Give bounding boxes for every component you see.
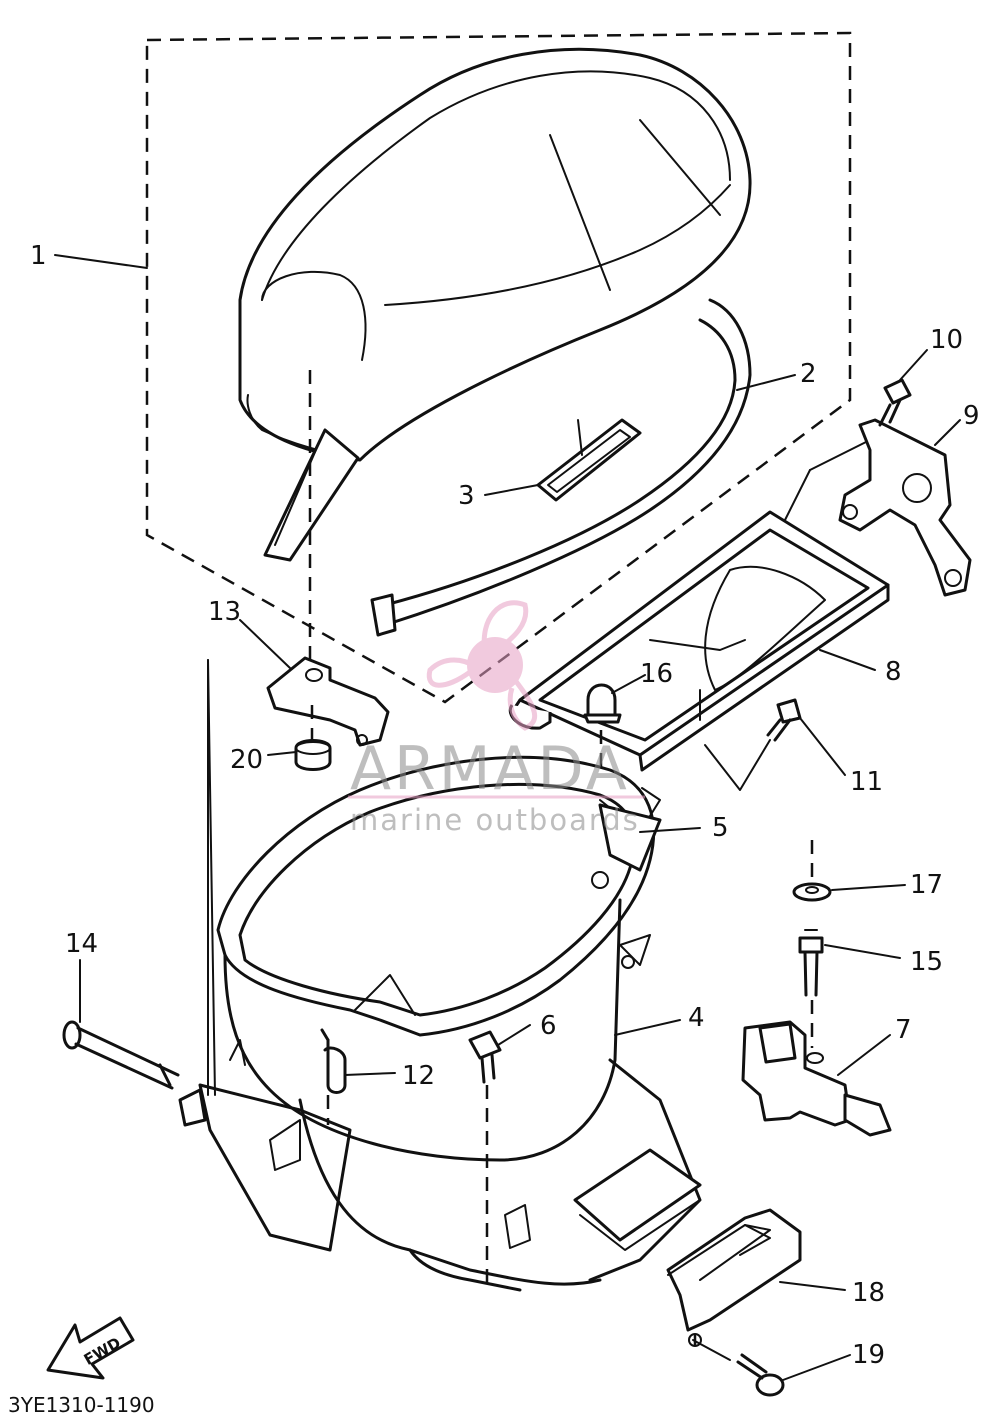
- leader-2: [736, 374, 796, 391]
- diagram-code: 3YE1310-1190: [8, 1393, 155, 1417]
- leader-17: [831, 884, 906, 891]
- grommet: [294, 739, 332, 771]
- leader-20: [267, 751, 297, 756]
- leader-16: [611, 674, 646, 694]
- watermark-logo-blade-right: [507, 678, 538, 731]
- watermark-logo-hub: [467, 637, 523, 693]
- callout-4: 4: [688, 1003, 705, 1033]
- leader-3: [484, 484, 539, 496]
- bolt-11: [704, 698, 802, 791]
- hinge-bracket: [266, 656, 390, 747]
- cover-panel: [666, 1208, 802, 1332]
- callout-3: 3: [458, 481, 475, 511]
- callout-1: 1: [30, 241, 47, 271]
- watermark-logo-blade-top: [481, 600, 529, 651]
- callout-12: 12: [402, 1061, 435, 1091]
- leader-13: [239, 619, 291, 669]
- leader-11: [799, 717, 846, 776]
- callout-19: 19: [852, 1340, 885, 1370]
- leader-8: [819, 649, 876, 671]
- assembly-outline-seat: [145, 31, 852, 704]
- leader-12: [344, 1072, 396, 1076]
- leader-18: [779, 1281, 846, 1291]
- alignment-line-13b: [207, 659, 216, 1096]
- callout-20: 20: [230, 745, 263, 775]
- callout-8: 8: [885, 657, 902, 687]
- seat-seal-band: [370, 298, 752, 637]
- callout-9: 9: [963, 401, 980, 431]
- bolt-10: [878, 378, 912, 427]
- callout-17: 17: [910, 870, 943, 900]
- bracket: [838, 418, 972, 597]
- watermark-logo-blade-left: [426, 657, 474, 688]
- seat-lock: [741, 1020, 892, 1137]
- storage-box-rim: [216, 755, 662, 1037]
- leader-19: [782, 1354, 851, 1381]
- washer: [792, 882, 832, 902]
- callout-6: 6: [540, 1011, 557, 1041]
- leader-1: [54, 254, 148, 269]
- callout-18: 18: [852, 1278, 885, 1308]
- cap-nut: [583, 683, 622, 724]
- leader-10: [899, 349, 928, 381]
- watermark-subtitle: marine outboards: [350, 803, 640, 837]
- callout-14: 14: [65, 929, 98, 959]
- leader-4: [614, 1019, 681, 1036]
- leader-5: [639, 827, 701, 833]
- callout-5: 5: [712, 813, 729, 843]
- callout-16: 16: [640, 659, 673, 689]
- seat: [238, 47, 752, 462]
- storage-box-body: [178, 898, 702, 1292]
- screw: [688, 1333, 785, 1397]
- leader-6: [497, 1024, 531, 1046]
- watermark-logo: [348, 600, 645, 799]
- leader-7: [837, 1034, 891, 1076]
- wire-clip: [320, 1028, 347, 1094]
- callout-2: 2: [800, 359, 817, 389]
- stud-bolt: [798, 929, 824, 997]
- long-pin: [62, 1020, 180, 1090]
- callout-13: 13: [208, 597, 241, 627]
- bolt-6: [468, 1030, 502, 1084]
- seat-rail-left: [263, 428, 360, 562]
- leader-15: [824, 944, 901, 959]
- leader-9: [934, 419, 961, 446]
- seat-tag: [536, 418, 642, 502]
- watermark-title: ARMADA: [350, 734, 630, 804]
- callout-10: 10: [930, 325, 963, 355]
- callout-11: 11: [850, 767, 883, 797]
- callout-7: 7: [895, 1015, 912, 1045]
- carrier-frame: [508, 439, 890, 772]
- fwd-arrow: FWD: [46, 1316, 135, 1380]
- callout-15: 15: [910, 947, 943, 977]
